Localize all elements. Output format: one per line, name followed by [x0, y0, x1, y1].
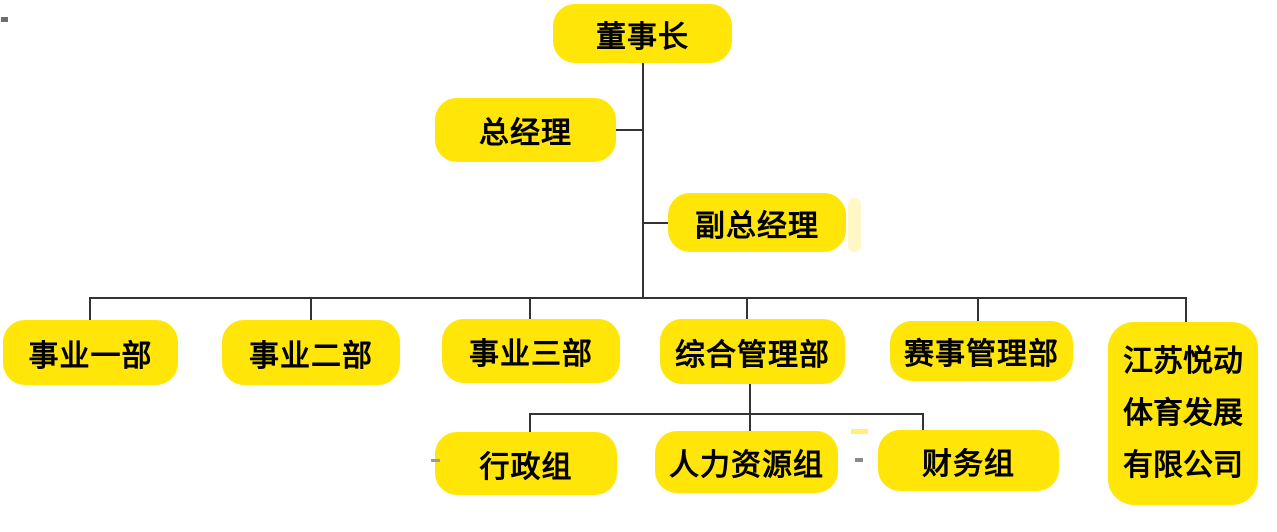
connector-drop-general-management [746, 297, 748, 320]
node-admin-group: 行政组 [435, 432, 617, 495]
node-division-three: 事业三部 [442, 319, 620, 383]
connector-trunk-vertical [642, 63, 644, 297]
connector-deputy-general-manager-stub [643, 222, 669, 224]
node-deputy-general-manager: 副总经理 [668, 193, 846, 252]
connector-drop-event-management [977, 297, 979, 322]
connector-drop-company [1185, 297, 1187, 323]
connector-drop-finance-group [922, 413, 924, 431]
connector-general-manager-stub [616, 129, 643, 131]
smudge-artifact [848, 198, 861, 252]
node-division-two: 事业二部 [222, 320, 400, 385]
node-finance-group: 财务组 [878, 430, 1059, 491]
node-chairman: 董事长 [553, 4, 732, 63]
connector-general-management-stem [749, 384, 751, 432]
node-company: 江苏悦动体育发展有限公司 [1108, 322, 1258, 505]
smudge-artifact [1, 17, 8, 22]
connector-drop-division-two [310, 297, 312, 321]
node-division-one: 事业一部 [3, 320, 178, 385]
node-hr-group: 人力资源组 [655, 431, 838, 493]
smudge-artifact [431, 459, 440, 462]
node-general-manager: 总经理 [435, 98, 616, 162]
connector-drop-admin-group [529, 413, 531, 433]
node-event-management-dept: 赛事管理部 [890, 321, 1073, 381]
node-general-management-dept: 综合管理部 [660, 319, 845, 384]
smudge-artifact [851, 429, 868, 434]
connector-drop-division-three [529, 297, 531, 320]
connector-drop-division-one [89, 297, 91, 321]
connector-level3-rail [529, 413, 924, 415]
smudge-artifact [855, 458, 863, 462]
connector-level2-rail [89, 297, 1187, 299]
